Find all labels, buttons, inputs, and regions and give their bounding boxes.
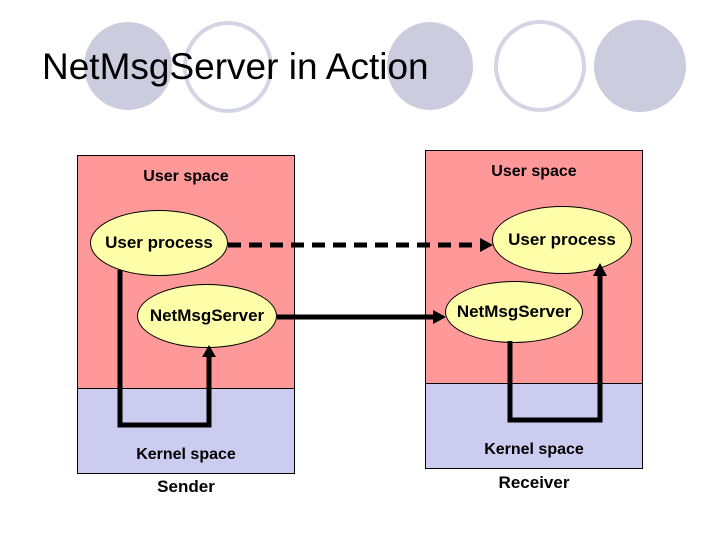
sender-user-process-label: User process <box>105 233 213 252</box>
slide-title: NetMsgServer in Action <box>42 46 429 87</box>
sender-netmsgserver-label: NetMsgServer <box>149 306 265 325</box>
sender-user-space-label: User space <box>143 168 229 185</box>
decorative-circle-outline-2 <box>494 20 586 112</box>
sender-kernel-space-region: Kernel space <box>78 388 294 473</box>
sender-caption: Sender <box>157 477 215 496</box>
sender-user-process-ellipse: User process <box>90 210 228 276</box>
decorative-circle-outline-1 <box>183 21 273 113</box>
sender-kernel-space-label: Kernel space <box>136 446 236 463</box>
receiver-caption: Receiver <box>498 473 570 492</box>
receiver-user-process-ellipse: User process <box>492 206 632 274</box>
receiver-user-space-label: User space <box>491 163 577 180</box>
receiver-kernel-space-region: Kernel space <box>426 383 642 468</box>
decorative-circle-filled-1 <box>84 22 172 110</box>
decorative-circle-filled-2 <box>387 22 473 110</box>
decorative-circle-filled-3 <box>594 20 686 112</box>
receiver-kernel-space-label: Kernel space <box>484 441 584 458</box>
sender-netmsgserver-ellipse: NetMsgServer <box>137 284 277 348</box>
receiver-netmsgserver-label: NetMsgServer <box>456 302 572 321</box>
receiver-user-process-label: User process <box>508 230 616 249</box>
receiver-netmsgserver-ellipse: NetMsgServer <box>445 281 583 343</box>
